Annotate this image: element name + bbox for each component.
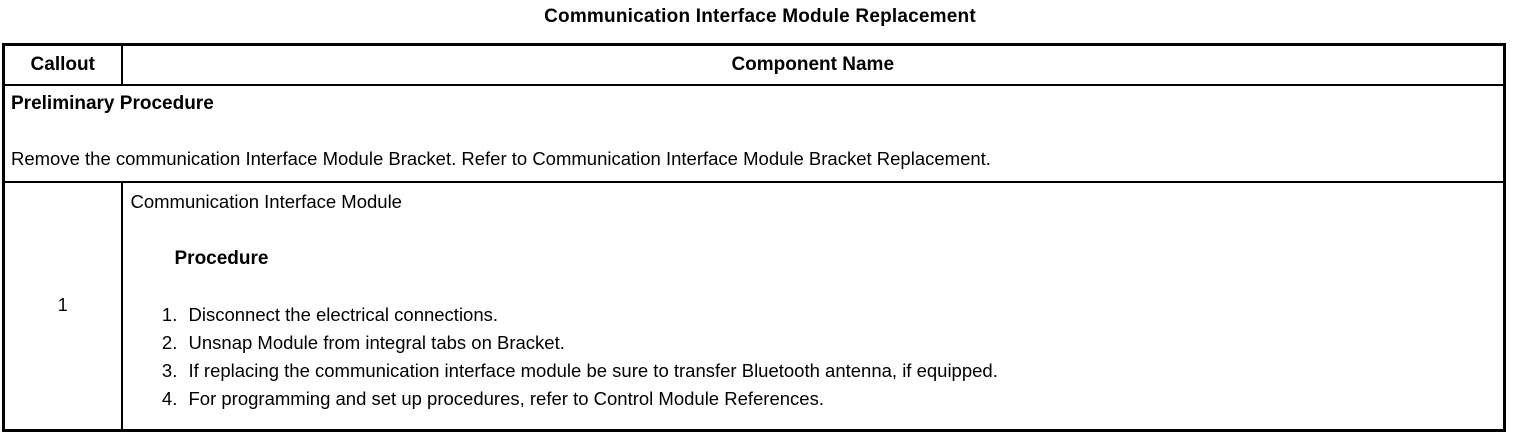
callout-table: Callout Component Name Preliminary Proce… — [2, 43, 1506, 432]
procedure-heading: Procedure — [174, 247, 269, 269]
table-header-row: Callout Component Name — [2, 43, 1506, 86]
preliminary-procedure-text: Remove the communication Interface Modul… — [11, 147, 991, 169]
callout-number: 1 — [2, 180, 123, 432]
component-column-header: Component Name — [120, 43, 1506, 86]
procedure-step-4: For programming and set up procedures, r… — [183, 385, 1494, 413]
component-table-row: 1 Communication Interface Module Procedu… — [2, 180, 1506, 432]
preliminary-procedure-cell: Preliminary Procedure Remove the communi… — [2, 83, 1506, 183]
callout-column-header: Callout — [2, 43, 123, 86]
preliminary-procedure-row: Preliminary Procedure Remove the communi… — [2, 83, 1506, 183]
component-cell: Communication Interface Module Procedure… — [120, 180, 1506, 432]
component-name: Communication Interface Module — [130, 190, 402, 212]
preliminary-procedure-heading: Preliminary Procedure — [11, 92, 214, 114]
procedure-step-3: If replacing the communication interface… — [183, 357, 1494, 385]
procedure-steps-list: Disconnect the electrical connections. U… — [131, 301, 1494, 413]
procedure-step-1: Disconnect the electrical connections. — [183, 301, 1494, 329]
document-title: Communication Interface Module Replaceme… — [544, 6, 976, 27]
procedure-step-2: Unsnap Module from integral tabs on Brac… — [183, 329, 1494, 357]
